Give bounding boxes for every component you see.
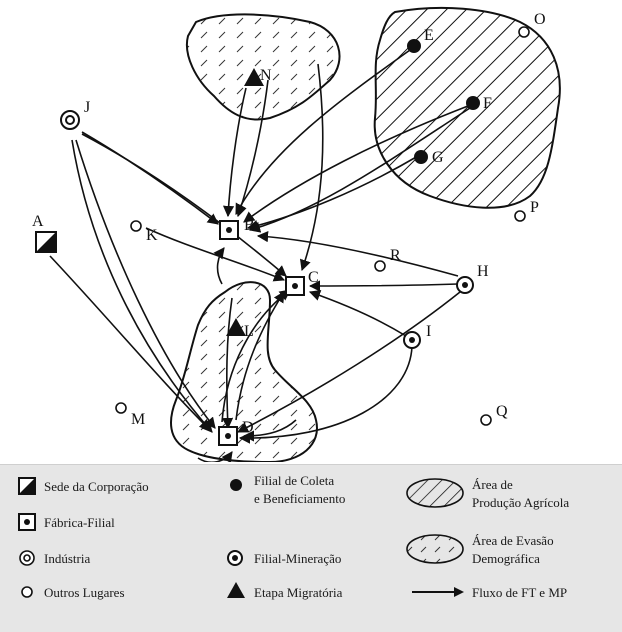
half-filled-square-icon [35, 231, 57, 253]
square-with-dot-icon [218, 426, 238, 446]
legend-label-evasao-2: Demográfica [472, 551, 540, 566]
filled-circle-icon [230, 479, 242, 491]
circle-with-dot-icon [403, 331, 421, 349]
place-label-a: A [32, 213, 44, 230]
place-label-o: O [534, 11, 546, 28]
place-label-d: D [242, 419, 254, 436]
filled-circle-icon [466, 96, 480, 110]
hatched-ellipse-icon [406, 478, 464, 508]
place-label-l: L [244, 323, 254, 340]
legend-label-coleta-2: e Beneficiamento [254, 491, 346, 506]
place-label-i: I [426, 323, 431, 340]
half-filled-square-icon [18, 477, 36, 495]
square-with-dot-icon [219, 220, 239, 240]
place-label-h: H [477, 263, 489, 280]
legend-label-fabrica: Fábrica-Filial [44, 515, 115, 530]
open-circle-icon [21, 586, 33, 598]
place-label-m: M [131, 411, 145, 428]
place-label-g: G [432, 149, 444, 166]
legend-label-sede: Sede da Corporação [44, 479, 149, 494]
agricultural-area [373, 6, 561, 209]
place-label-c: C [308, 269, 319, 286]
square-with-dot-icon [18, 513, 36, 531]
open-circle-icon [130, 220, 142, 232]
place-label-k: K [146, 227, 158, 244]
circle-with-dot-icon [456, 276, 474, 294]
legend: Sede da Corporação Fábrica-Filial Indúst… [0, 464, 622, 632]
open-circle-icon [518, 26, 530, 38]
circle-with-dot-icon [227, 550, 243, 566]
open-circle-icon [480, 414, 492, 426]
place-label-q: Q [496, 403, 508, 420]
double-circle-icon [19, 550, 35, 566]
place-label-e: E [424, 27, 434, 44]
arrow-icon [412, 587, 464, 597]
filled-triangle-icon [226, 318, 246, 336]
square-with-dot-icon [285, 276, 305, 296]
dashed-ellipse-icon [406, 534, 464, 564]
open-circle-icon [374, 260, 386, 272]
open-circle-icon [115, 402, 127, 414]
legend-label-fluxo: Fluxo de FT e MP [472, 585, 568, 600]
legend-label-evasao-1: Área de Evasão [472, 533, 554, 548]
place-label-b: B [244, 217, 255, 234]
legend-label-outros: Outros Lugares [44, 585, 125, 600]
legend-label-migratoria: Etapa Migratória [254, 585, 343, 600]
legend-label-coleta-1: Filial de Coleta [254, 473, 335, 488]
place-label-r: R [390, 247, 401, 264]
legend-label-industria: Indústria [44, 551, 91, 566]
evasion-area-north [185, 13, 341, 121]
place-label-p: P [530, 199, 539, 216]
flow-arrows [49, 49, 471, 462]
place-label-n: N [260, 67, 272, 84]
filled-circle-icon [407, 39, 421, 53]
filled-triangle-icon [244, 68, 264, 86]
flow-diagram: A J B C D E F G H I N L O P [32, 6, 561, 462]
double-circle-icon [60, 110, 80, 130]
place-label-j: J [84, 99, 90, 116]
place-label-f: F [483, 95, 492, 112]
filled-circle-icon [414, 150, 428, 164]
legend-label-agricola-1: Área de [472, 477, 513, 492]
legend-label-agricola-2: Produção Agrícola [472, 495, 570, 510]
legend-label-mineracao: Filial-Mineração [254, 551, 342, 566]
filled-triangle-icon [227, 582, 245, 598]
open-circle-icon [514, 210, 526, 222]
